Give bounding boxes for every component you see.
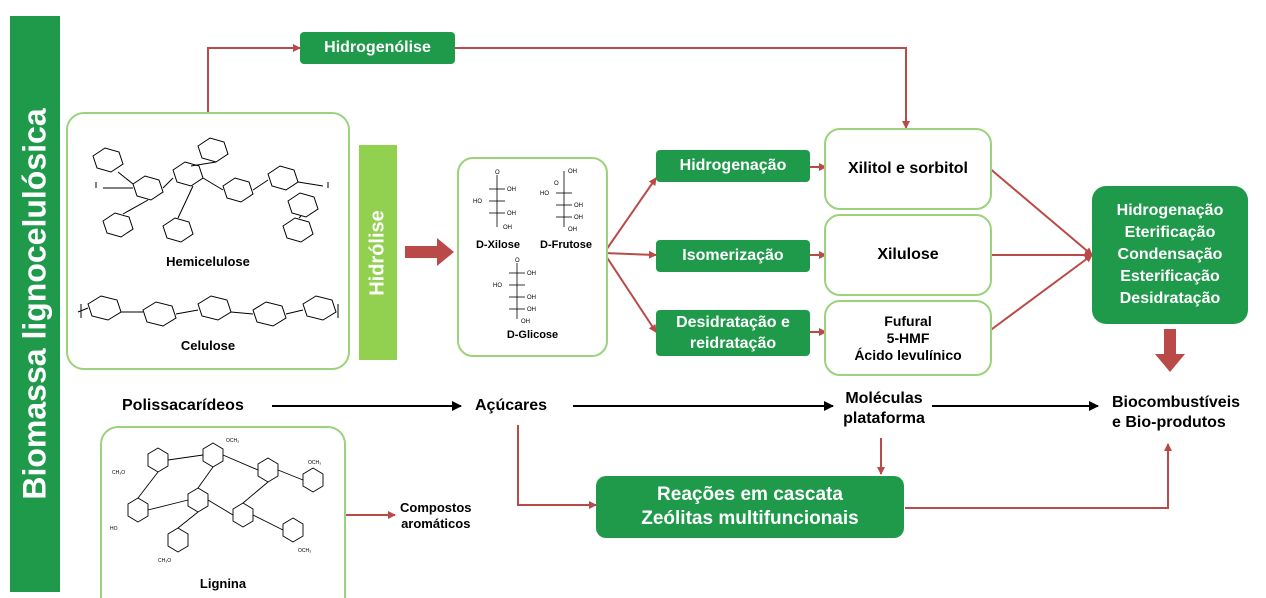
svg-text:OH: OH [568,169,577,175]
glicose-structure: O OH HO OH OH OH [493,258,536,325]
flow-acucares: Açúcares [475,397,548,414]
process-upgrading-label: Hidrogenação Eterificação Condensação Es… [1116,202,1224,307]
arrow-to-desidratacao [603,252,657,333]
lignina-box: CH₃O OCH₃ OCH₃ HO OCH₃ CH₃O Lignina [100,426,346,598]
svg-text:OH: OH [574,203,583,209]
svg-text:O: O [495,170,500,176]
glicose-label: D-Glicose [506,329,559,341]
sidebar-title: Biomassa lignocelulósica [16,108,53,500]
process-isomerizacao-label: Isomerização [682,247,784,264]
svg-text:HO: HO [493,283,502,289]
arrow-hidrolise-thick [405,238,454,266]
process-hidrolise-label: Hidrólise [366,209,389,296]
flow-moleculas: Moléculas plataforma [843,390,925,427]
svg-text:OH: OH [521,319,530,325]
arrow-to-isomerizacao [603,250,657,259]
svg-text:HO: HO [473,199,482,205]
process-hidrogenacao: Hidrogenação [656,150,810,182]
svg-text:OH: OH [527,271,536,277]
product-xilitol-label: Xilitol e sorbitol [847,160,968,177]
arrow-upgrade-biocomb-thick [1155,329,1185,372]
svg-text:HO: HO [110,526,118,532]
process-reacoes-label: Reações em cascata Zeólitas multifuncion… [641,484,859,529]
svg-text:HO: HO [540,191,549,197]
product-furanics-label: Fufural 5-HMF Ácido levulínico [854,312,962,363]
svg-text:OH: OH [527,307,536,313]
xilose-structure: O OH HO OH OH [473,170,516,231]
product-xilulose: Xilulose [824,214,992,296]
process-hidrolise: Hidrólise [359,145,397,360]
arrow-hidrogenolise-out [455,47,910,129]
svg-text:OH: OH [507,187,516,193]
svg-text:O: O [515,258,520,264]
product-xilitol: Xilitol e sorbitol [824,128,992,210]
process-upgrading: Hidrogenação Eterificação Condensação Es… [1092,186,1248,324]
hemicelulose-label: Hemicelulose [166,254,250,269]
svg-text:CH₃O: CH₃O [158,558,171,564]
frutose-structure: OH O HO OH OH OH [540,169,583,233]
svg-text:OH: OH [568,227,577,233]
frutose-label: D-Frutose [540,239,592,251]
cellulose-structure [77,295,339,327]
svg-text:OH: OH [503,225,512,231]
sidebar-banner: Biomassa lignocelulósica [10,16,60,592]
arrow-xilitol-upgrade [987,166,1093,256]
process-hidrogenolise: Hidrogenólise [300,32,455,64]
xilose-label: D-Xilose [475,239,520,251]
arrow-cascata-biocomb [905,443,1172,509]
svg-text:OH: OH [527,295,536,301]
celulose-label: Celulose [180,338,236,353]
process-desidratacao-label: Desidratação e reidratação [676,314,790,352]
process-isomerizacao: Isomerização [656,240,810,272]
arrow-furanics-upgrade [987,254,1093,333]
lignina-label: Lignina [199,576,247,591]
svg-text:OH: OH [507,211,516,217]
arrow-hidrogenolise-in [207,44,301,112]
arrow-acucares-cascata [517,425,597,509]
product-xilulose-label: Xilulose [877,246,939,263]
flow-biocombustiveis: Biocombustíveis e Bio-produtos [1112,394,1241,431]
lignin-structure: CH₃O OCH₃ OCH₃ HO OCH₃ CH₃O [110,438,324,564]
hemicellulose-structure [92,137,329,243]
product-furanics: Fufural 5-HMF Ácido levulínico [824,300,992,376]
svg-text:OCH₃: OCH₃ [298,548,311,554]
arrow-to-hidrogenacao [603,177,657,254]
flow-polissacarideos: Polissacarídeos [122,397,244,414]
process-hidrogenolise-label: Hidrogenólise [324,39,431,56]
svg-text:OH: OH [574,215,583,221]
process-hidrogenacao-label: Hidrogenação [679,157,787,174]
svg-text:CH₃O: CH₃O [112,470,125,476]
process-desidratacao: Desidratação e reidratação [656,310,810,356]
flow-aromaticos: Compostos aromáticos [400,500,472,531]
svg-text:OCH₃: OCH₃ [308,460,321,466]
svg-text:OCH₃: OCH₃ [226,438,239,444]
svg-text:O: O [554,181,559,187]
process-reacoes: Reações em cascata Zeólitas multifuncion… [596,476,904,538]
polysaccharide-box: Hemicelulose Celulose [66,112,350,370]
